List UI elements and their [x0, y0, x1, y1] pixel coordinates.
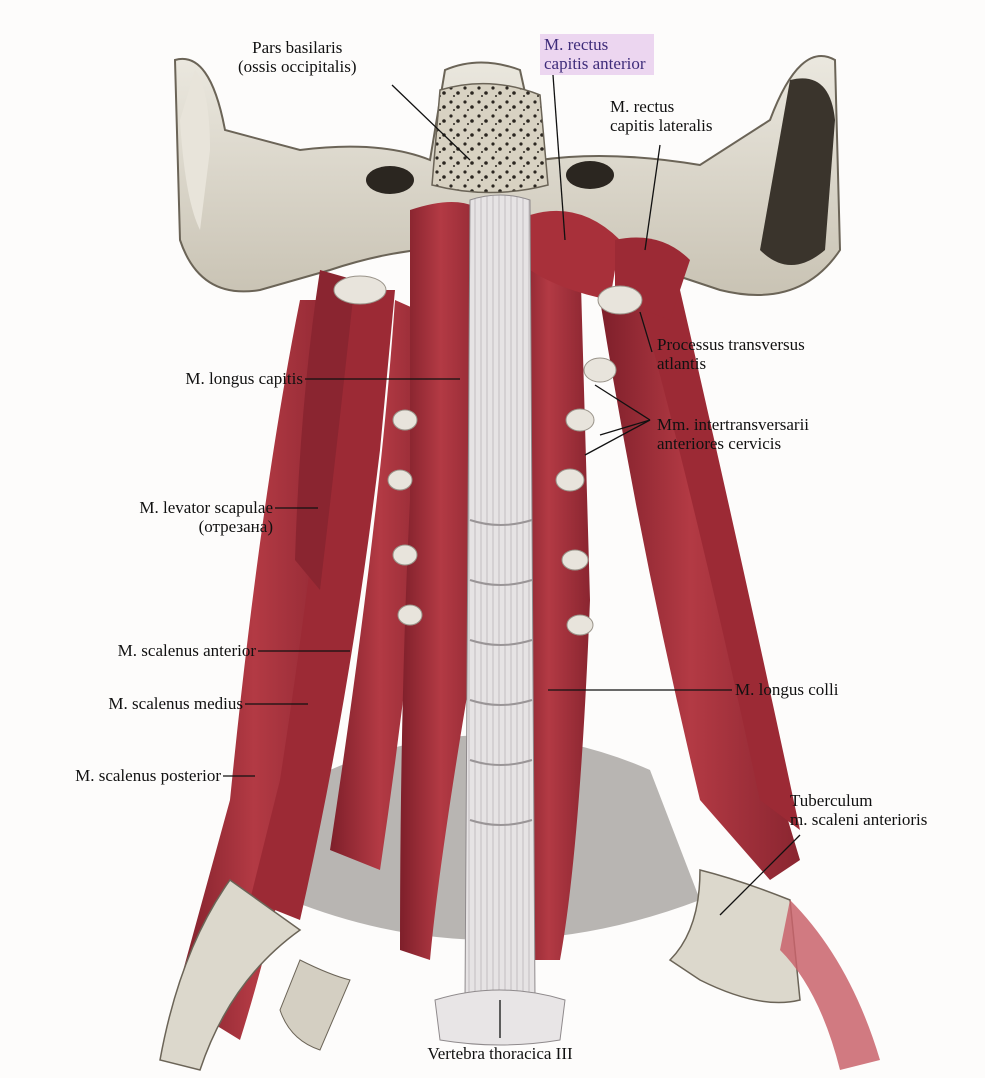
rib-right-lower: [780, 900, 880, 1070]
label-intertransversarii: Mm. intertransversarii anteriores cervic…: [657, 415, 810, 453]
rib-left-cut: [279, 959, 351, 1051]
label-longus-capitis: M. longus capitis: [185, 369, 303, 388]
label-scalenus-medius: M. scalenus medius: [108, 694, 243, 713]
label-pars-basilaris: Pars basilaris (ossis occipitalis): [238, 38, 357, 76]
label-tuberculum: Tuberculum m. scaleni anterioris: [790, 791, 928, 829]
first-rib-left: [159, 878, 302, 1071]
label-scalenus-posterior: M. scalenus posterior: [75, 766, 221, 785]
leader-lines: [223, 74, 801, 1038]
label-scalenus-anterior: M. scalenus anterior: [117, 641, 256, 660]
scalenus-medius-left: [250, 290, 395, 920]
rectus-capitis-anterior: [530, 210, 620, 300]
vertebral-column: [464, 194, 536, 1011]
label-rectus-capitis-anterior: M. rectus capitis anterior: [540, 34, 654, 75]
levator-scapulae: [295, 270, 355, 590]
longus-capitis-left: [400, 202, 490, 960]
label-longus-colli: M. longus colli: [735, 680, 839, 699]
first-rib-right: [668, 869, 801, 1004]
label-vertebra-thoracica: Vertebra thoracica III: [427, 1044, 573, 1063]
pars-basilaris-bone: [431, 82, 549, 194]
label-levator-scapulae: M. levator scapulae (отрезана): [139, 498, 273, 536]
scalenus-right-2: [640, 290, 800, 830]
label-rectus-capitis-lateralis: M. rectus capitis lateralis: [610, 97, 713, 135]
label-processus-transversus: Processus transversus atlantis: [657, 335, 805, 373]
